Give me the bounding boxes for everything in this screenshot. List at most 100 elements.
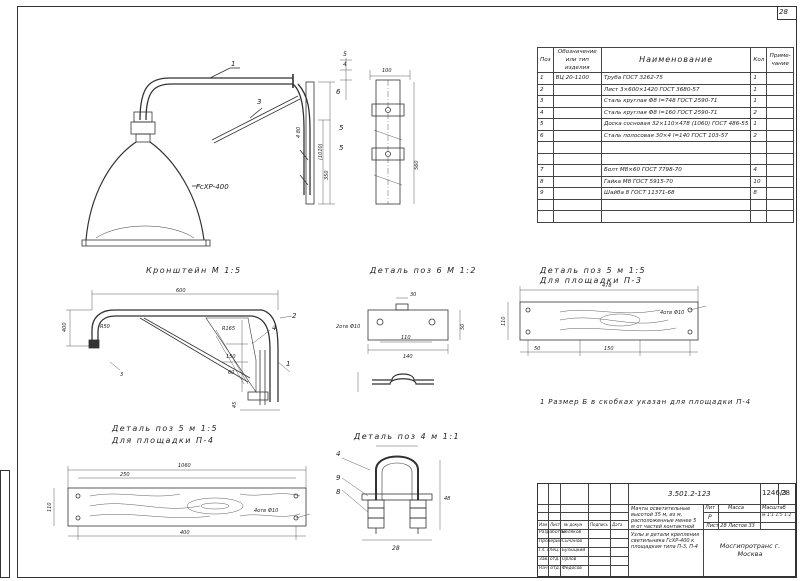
specification-table: Поз Обозначение или тип изделия Наименов… [537, 47, 794, 223]
stamp-line [778, 484, 779, 504]
row-note [766, 83, 794, 96]
bracket-dim-600: 600 [176, 288, 186, 294]
d5a-holes: 4отв Ф10 [660, 310, 684, 316]
row-qty: 4 [750, 164, 768, 177]
stamp-sheet-line: Лист 28 Листов 33 [706, 523, 755, 529]
title-block: 3.501.2-123 1246/3 28 Изм Лист № докум П… [537, 483, 796, 577]
dim-480: 4 80 [296, 127, 302, 138]
stamp-line [538, 565, 628, 566]
row-name [600, 210, 752, 223]
table-row: 5 Доска сосновая 32×110×478 (1060) ГОСТ 4… [537, 118, 794, 131]
stamp-person: Сычанов [562, 539, 582, 544]
dim-100-top: 100 [382, 68, 392, 74]
bracket-dim-45: 45 [232, 402, 238, 408]
stamp-role: Проверил [539, 539, 562, 544]
row-qty: 1 [750, 95, 768, 108]
row-designation [552, 198, 602, 211]
detail-4-view [341, 445, 441, 541]
table-row [537, 198, 794, 211]
stamp-role: Гл. спец. [539, 548, 560, 553]
caption-detail-4: Деталь поз 4 м 1:1 [354, 432, 461, 441]
stamp-line [538, 538, 628, 539]
stamp-role: Нач. отд. [539, 566, 561, 571]
left-binding-strip [0, 470, 10, 578]
d5b-holes: 4отв Ф10 [254, 508, 278, 514]
detail-6-view [357, 297, 461, 392]
table-row [537, 152, 794, 165]
caption-bracket: Кронштейн М 1:5 [146, 266, 242, 275]
caption-detail-5-p4: Деталь поз 5 м 1:5 [112, 424, 219, 433]
d6-dim-110: 110 [401, 335, 411, 341]
table-row [537, 141, 794, 154]
stamp-org: Мосгипротранс г. Москва [719, 542, 781, 558]
stamp-line [718, 504, 719, 529]
callout-1-top: 1 [231, 60, 235, 68]
dim-560: 560 [414, 160, 420, 170]
caption-detail-6: Деталь поз 6 М 1:2 [370, 266, 477, 275]
row-name: Болт М8×60 ГОСТ 7798-70 [600, 164, 752, 177]
bracket-callout-1: 1 [286, 360, 290, 368]
d5a-dim-150: 150 [604, 346, 614, 352]
row-designation: ВЦ 20-1100 [552, 72, 602, 85]
row-qty [750, 210, 768, 223]
row-designation [552, 95, 602, 108]
d5b-dim-1060: 1060 [178, 463, 191, 469]
stamp-line [628, 484, 629, 576]
stamp-doc-code: 3.501.2-123 [668, 490, 711, 498]
row-qty [750, 141, 768, 154]
row-pos: 5 [537, 118, 554, 131]
d6-hole: 2отв Ф10 [336, 324, 360, 330]
row-note [766, 106, 794, 119]
row-pos [537, 198, 554, 211]
callout-4-top: 4 [343, 61, 347, 68]
row-qty: 1 [750, 83, 768, 96]
row-note [766, 152, 794, 165]
row-qty [750, 152, 768, 165]
row-designation [552, 210, 602, 223]
stamp-sheet-code: 1246/3 [762, 489, 787, 497]
stamp-col-date: Дата [612, 522, 623, 527]
row-pos [537, 141, 554, 154]
d6-dim-30: 30 [410, 292, 416, 298]
row-note [766, 210, 794, 223]
row-pos: 3 [537, 95, 554, 108]
sheet-number: 28 [779, 8, 788, 16]
sheet-number-box [777, 6, 796, 20]
stamp-role: Разработал [539, 530, 566, 535]
bracket-callout-2: 2 [292, 312, 297, 320]
stamp-description: Мачты осветительные высотой 35 м, из м, … [631, 506, 697, 529]
row-designation [552, 83, 602, 96]
stamp-person: Федосов [562, 566, 582, 571]
stamp-line [610, 484, 611, 576]
row-pos [537, 210, 554, 223]
row-qty: 8 [750, 187, 768, 200]
row-name: Доска сосновая 32×110×478 (1060) ГОСТ 48… [600, 118, 752, 131]
drawing-frame [17, 6, 797, 578]
row-pos [537, 152, 554, 165]
row-designation [552, 106, 602, 119]
d6-dim-140: 140 [403, 354, 413, 360]
row-name [600, 141, 752, 154]
row-note [766, 95, 794, 108]
caption-detail-5-p3: Деталь поз 5 м 1:5 [540, 266, 647, 275]
stamp-col-sign: Подпись [590, 522, 608, 527]
row-qty: 1 [750, 72, 768, 85]
row-name: Труба ГОСТ 3262-75 [600, 72, 752, 85]
stamp-stage: Р [708, 514, 712, 521]
stamp-line [703, 504, 704, 576]
d5b-dim-110: 110 [47, 502, 53, 512]
row-qty: 2 [750, 106, 768, 119]
d5b-dim-400: 400 [180, 530, 190, 536]
callout-3-top: 3 [257, 98, 261, 106]
bracket-dim-3: 3 [120, 372, 123, 378]
stamp-col-doc: № докум [564, 522, 583, 527]
d4-callout-9: 9 [336, 474, 341, 482]
d5a-dim-110: 110 [501, 316, 507, 326]
detail-5-p3-view [507, 286, 707, 356]
stamp-line [560, 484, 561, 576]
d4-callout-4: 4 [336, 450, 340, 458]
